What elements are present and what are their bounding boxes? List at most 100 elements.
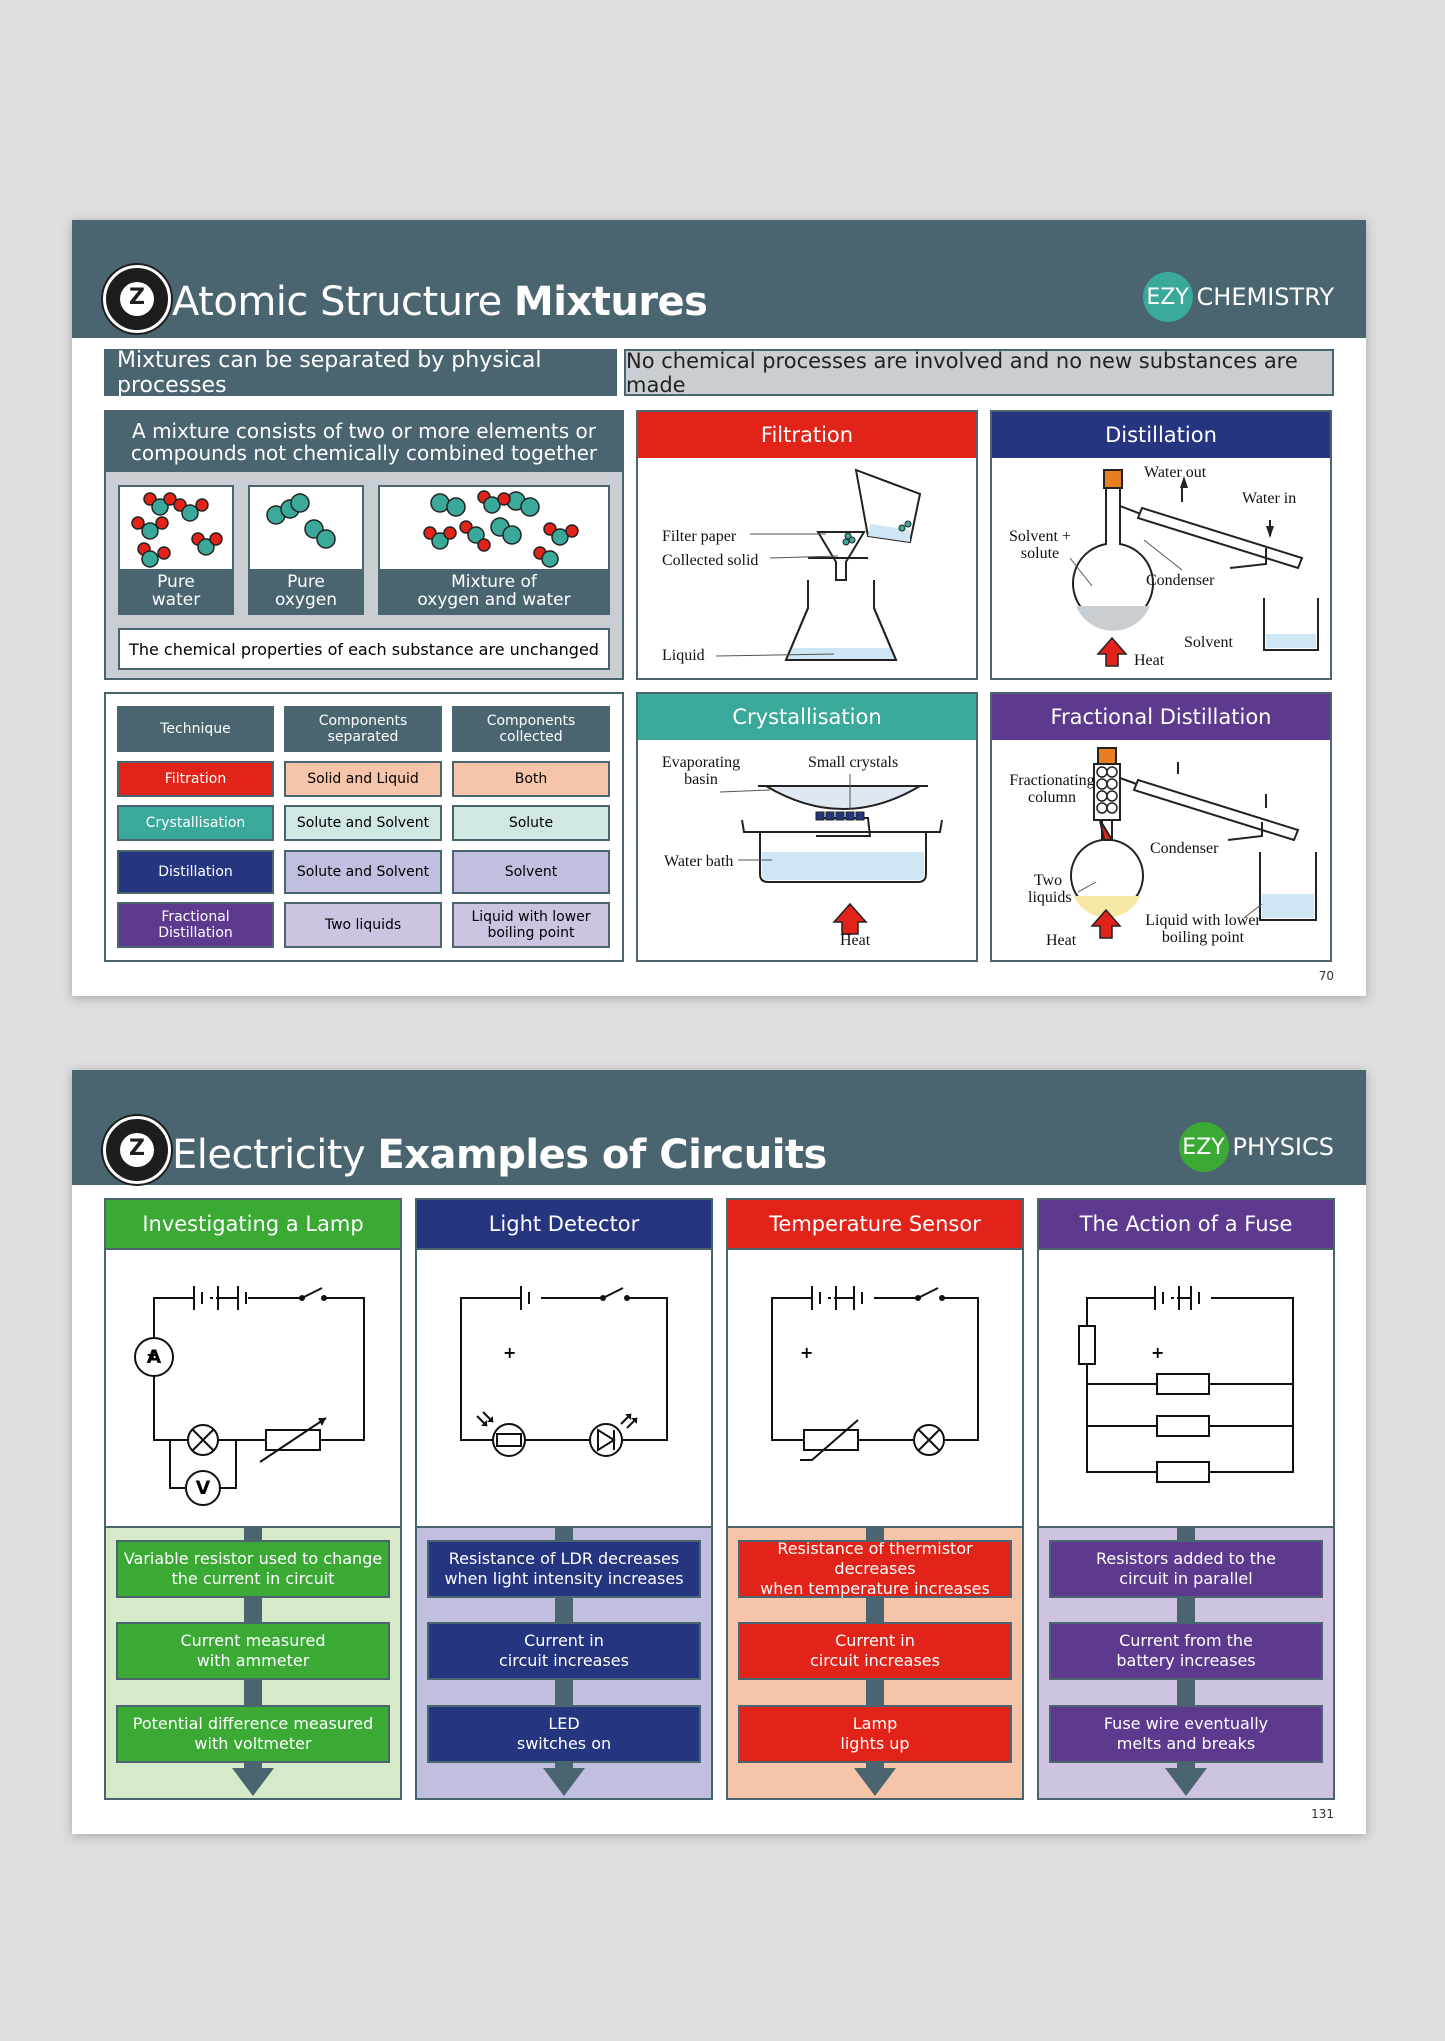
distillation-title: Distillation bbox=[992, 412, 1330, 458]
label-collected-solid: Collected solid bbox=[662, 552, 759, 569]
water-molecules bbox=[131, 492, 223, 568]
filtration-title: Filtration bbox=[638, 412, 976, 458]
table-row-crystallisation-collected: Solute bbox=[452, 805, 610, 841]
label-solvent: Solvent bbox=[1184, 634, 1233, 651]
light-detector-diagram bbox=[460, 1286, 668, 1457]
banner-no-chemical: No chemical processes are involved and n… bbox=[624, 349, 1334, 397]
label-condenser: Condenser bbox=[1146, 572, 1215, 589]
mixture-definition-heading: A mixture consists of two or more elemen… bbox=[106, 412, 622, 472]
label-filter-paper: Filter paper bbox=[662, 528, 737, 545]
temperature-sensor-diagram bbox=[771, 1286, 979, 1461]
table-row-distillation-separated: Solute and Solvent bbox=[284, 850, 442, 894]
fractional-distillation-title: Fractional Distillation bbox=[992, 694, 1330, 740]
chemistry-header: Z Atomic Structure Mixtures EZY CHEMISTR… bbox=[72, 220, 1366, 338]
banner-physical: Mixtures can be separated by physical pr… bbox=[104, 348, 617, 398]
fuse-diagram bbox=[1078, 1286, 1294, 1483]
lamp-circuit-diagram bbox=[134, 1286, 365, 1506]
fractional-distillation-apparatus bbox=[1070, 747, 1317, 939]
mixture-molecules bbox=[423, 490, 579, 568]
table-row-filtration-separated: Solid and Liquid bbox=[284, 761, 442, 797]
table-row-distillation-technique: Distillation bbox=[117, 850, 274, 894]
physics-header: Z Electricity Examples of Circuits EZY P… bbox=[72, 1070, 1366, 1185]
battery-plus-sign: + bbox=[146, 1345, 160, 1364]
label-water-out: Water out bbox=[1144, 464, 1207, 481]
lamp-circuit-title: Investigating a Lamp bbox=[106, 1200, 400, 1248]
table-row-filtration-technique: Filtration bbox=[117, 761, 274, 797]
crystallisation-apparatus bbox=[719, 774, 943, 935]
lamp-circuit-column: Investigating a Lamp + bbox=[104, 1198, 402, 1800]
label-solvent-solute: Solvent +solute bbox=[1009, 528, 1071, 562]
filtration-apparatus bbox=[715, 468, 922, 661]
table-row-filtration-collected: Both bbox=[452, 761, 610, 797]
label-liquid: Liquid bbox=[662, 647, 705, 664]
battery-plus-sign: + bbox=[1151, 1343, 1165, 1362]
flow-arrow bbox=[854, 1768, 896, 1796]
voltmeter-symbol: V bbox=[195, 1477, 211, 1499]
fuse-title: The Action of a Fuse bbox=[1039, 1200, 1333, 1248]
flow-arrow bbox=[1165, 1768, 1207, 1796]
flow-arrow bbox=[543, 1768, 585, 1796]
heading-line: compounds not chemically combined togeth… bbox=[130, 441, 598, 465]
brand-subject: CHEMISTRY bbox=[1196, 283, 1334, 311]
light-detector-column: Light Detector + Resistance of LDR decre bbox=[415, 1198, 713, 1800]
page-title: Electricity Examples of Circuits bbox=[172, 1132, 827, 1178]
flow-arrow bbox=[232, 1768, 274, 1796]
fuse-column: The Action of a Fuse + Resistors a bbox=[1037, 1198, 1335, 1800]
filtration-panel: Filtration Filter paper Collected solid … bbox=[636, 410, 978, 680]
ammeter-symbol: A bbox=[146, 1346, 162, 1368]
physics-card: Z Electricity Examples of Circuits EZY P… bbox=[72, 1070, 1366, 1834]
brand-badge: EZY CHEMISTRY bbox=[1142, 272, 1334, 322]
label-small-crystals: Small crystals bbox=[808, 754, 899, 771]
brand-subject: PHYSICS bbox=[1232, 1133, 1334, 1161]
chemistry-card: Z Atomic Structure Mixtures EZY CHEMISTR… bbox=[72, 220, 1366, 996]
distillation-panel: Distillation Water out Water in Solvent … bbox=[990, 410, 1332, 680]
label-condenser: Condenser bbox=[1150, 840, 1219, 857]
publisher-logo: Z bbox=[103, 1116, 171, 1184]
battery-plus-sign: + bbox=[503, 1343, 517, 1362]
page-title: Atomic Structure Mixtures bbox=[172, 279, 708, 325]
label-water-bath: Water bath bbox=[664, 853, 734, 870]
brand-circle: EZY bbox=[1142, 272, 1193, 322]
distillation-apparatus bbox=[1069, 469, 1319, 667]
brand-badge: EZY PHYSICS bbox=[1178, 1122, 1334, 1172]
temperature-sensor-column: Temperature Sensor + Resistance of therm… bbox=[726, 1198, 1024, 1800]
battery-plus-sign: + bbox=[800, 1343, 814, 1362]
light-detector-title: Light Detector bbox=[417, 1200, 711, 1248]
page-number: 131 bbox=[1311, 1807, 1334, 1821]
table-row-distillation-collected: Solvent bbox=[452, 850, 610, 894]
brand-circle: EZY bbox=[1178, 1122, 1229, 1172]
table-row-crystallisation-technique: Crystallisation bbox=[117, 805, 274, 841]
label-heat: Heat bbox=[1046, 932, 1077, 949]
fractional-distillation-panel: Fractional Distillation Fra bbox=[990, 692, 1332, 962]
table-row-crystallisation-separated: Solute and Solvent bbox=[284, 805, 442, 841]
heading-line: A mixture consists of two or more elemen… bbox=[132, 419, 596, 443]
mixture-definition-box: A mixture consists of two or more elemen… bbox=[104, 410, 624, 680]
